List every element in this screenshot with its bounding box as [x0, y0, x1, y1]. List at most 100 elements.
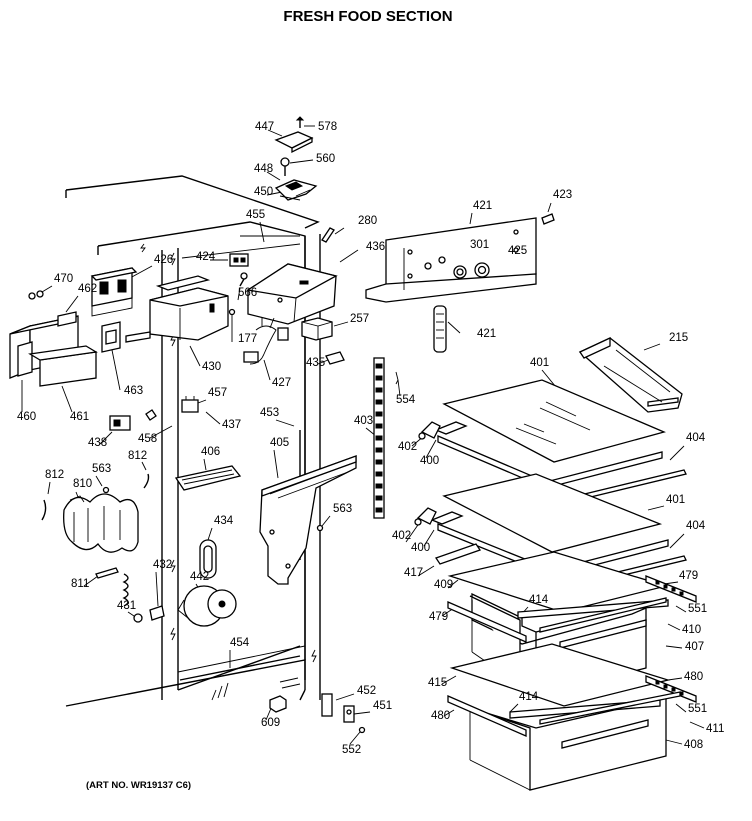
part-401-shelf-upper: [442, 379, 666, 463]
callout-563: 563: [333, 503, 352, 515]
part-434-gasket: [199, 539, 217, 579]
callout-436: 436: [366, 241, 385, 253]
callout-551: 551: [688, 603, 707, 615]
part-424-switch: [229, 253, 249, 267]
part-452-bracket: [321, 693, 333, 717]
part-463-clip: [101, 321, 121, 353]
part-408-crisper-pan-lower: [469, 697, 667, 791]
part-410-rail-upper: [539, 597, 667, 633]
part-406-filter: [174, 465, 242, 491]
part-435-clip: [325, 351, 345, 365]
part-436-duct: [246, 263, 338, 325]
callout-406: 406: [201, 446, 220, 458]
callout-424: 424: [196, 251, 216, 263]
part-811-clip: [95, 567, 119, 579]
callout-414: 414: [519, 691, 539, 703]
diagram-title: FRESH FOOD SECTION: [283, 8, 452, 25]
part-578-screw: [295, 116, 305, 128]
callout-431: 431: [117, 600, 136, 612]
callout-415: 415: [428, 677, 447, 689]
part-401-shelf-lower: [442, 473, 663, 553]
part-280-clip: [321, 227, 335, 243]
callout-452: 452: [357, 685, 376, 697]
callout-432: 432: [153, 559, 172, 571]
part-447-cover: [274, 131, 314, 154]
part-427-wiring: [243, 317, 289, 365]
callout-414: 414: [529, 594, 549, 606]
part-554-pin: [395, 371, 399, 385]
callout-400: 400: [420, 455, 439, 467]
part-451-hinge: [343, 705, 355, 723]
part-812-wire: [41, 473, 150, 521]
callout-404: 404: [686, 520, 706, 532]
part-425-knob: [474, 262, 490, 278]
callout-463: 463: [124, 385, 143, 397]
part-402-bracket-lower: [414, 507, 437, 526]
callout-448: 448: [254, 163, 273, 175]
part-417-crisper-cover-frame: [434, 543, 482, 565]
part-454-seal: [179, 655, 301, 681]
part-403-shelf-ladder: [373, 357, 385, 519]
callout-410: 410: [682, 624, 701, 636]
part-411-rail-lower: [539, 691, 681, 725]
callout-462: 462: [78, 283, 97, 295]
part-563-screw: [102, 486, 324, 532]
part-426-bracket: [90, 267, 138, 317]
callout-409: 409: [434, 579, 453, 591]
callout-442: 442: [190, 571, 209, 583]
callout-408: 408: [684, 739, 703, 751]
part-566-screw: [239, 272, 248, 287]
part-442-fan-motor: [177, 585, 237, 627]
part-479-rail-right-upper: [645, 575, 697, 603]
callout-402: 402: [398, 441, 417, 453]
callout-566: 566: [238, 287, 257, 299]
callout-563: 563: [92, 463, 111, 475]
callout-447: 447: [255, 121, 274, 133]
part-479-rail-left-upper: [447, 601, 527, 643]
part-177-screw: [228, 308, 236, 316]
callout-411: 411: [706, 723, 724, 735]
part-437-switch: [181, 396, 199, 413]
callout-812: 812: [45, 469, 64, 481]
callout-400: 400: [411, 542, 430, 554]
part-470-screw: [28, 290, 44, 300]
callout-470: 470: [54, 273, 73, 285]
part-215-door-bin: [578, 336, 683, 413]
callout-430: 430: [202, 361, 221, 373]
callout-257: 257: [350, 313, 369, 325]
callout-812: 812: [128, 450, 147, 462]
callout-421: 421: [477, 328, 496, 340]
callout-461: 461: [70, 411, 89, 423]
callout-427: 427: [272, 377, 291, 389]
callout-280: 280: [358, 215, 377, 227]
part-450-fan-housing: [274, 179, 318, 201]
part-421-light-shield: [433, 305, 447, 353]
callout-560: 560: [316, 153, 335, 165]
callout-401: 401: [666, 494, 685, 506]
part-301-knob: [453, 265, 467, 279]
part-423-bulb: [541, 213, 555, 225]
callout-479: 479: [679, 570, 698, 582]
callout-404: 404: [686, 432, 706, 444]
part-438-switch: [109, 409, 157, 431]
callout-438: 438: [88, 437, 107, 449]
part-460-housing: [9, 315, 98, 387]
callout-609: 609: [261, 717, 280, 729]
callout-402: 402: [392, 530, 411, 542]
callout-423: 423: [553, 189, 572, 201]
part-480-rail-left-lower: [447, 695, 527, 737]
callout-479: 479: [429, 611, 448, 623]
callout-552: 552: [342, 744, 361, 756]
callout-177: 177: [238, 333, 257, 345]
part-609-bumper: [269, 695, 287, 713]
part-257-connector: [301, 317, 333, 341]
part-402-bracket-upper: [418, 421, 441, 440]
part-415-crisper-cover-lower: [449, 643, 671, 707]
callout-301: 301: [470, 239, 489, 251]
callout-426: 426: [154, 254, 173, 266]
callout-401: 401: [530, 357, 549, 369]
part-462-plate: [57, 311, 77, 327]
callout-460: 460: [17, 411, 36, 423]
part-421-control-panel: [365, 217, 537, 303]
